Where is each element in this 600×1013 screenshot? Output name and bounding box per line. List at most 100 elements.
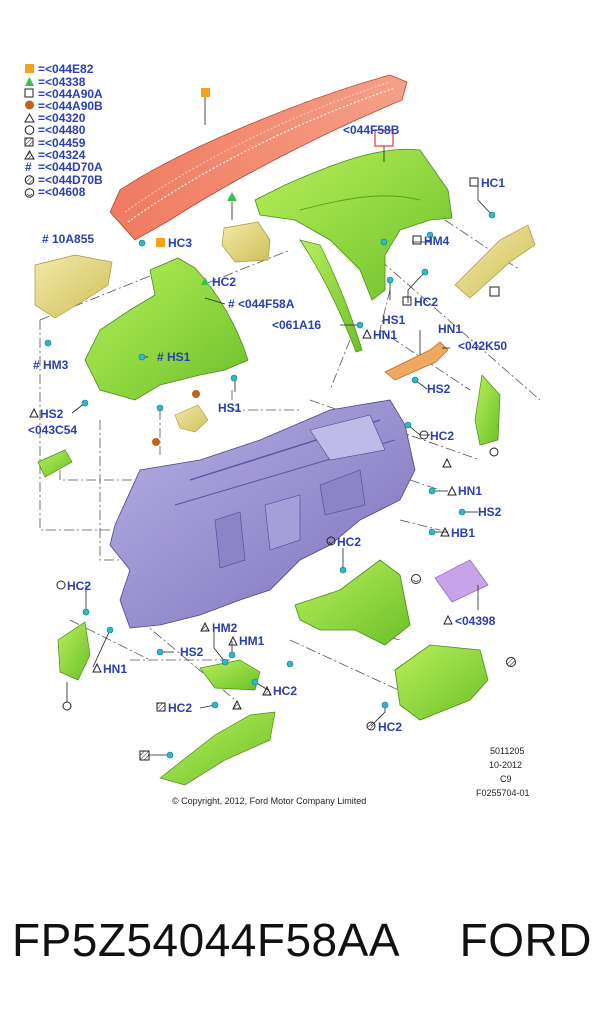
part-cover-10A855 (34, 254, 113, 319)
triangle-hatched-marker (262, 685, 272, 696)
part-block-04398 (434, 559, 489, 603)
meta-code: 5011205 (490, 746, 524, 756)
square-open-marker (469, 177, 479, 187)
circle-brown-marker (152, 438, 160, 446)
leader-lines (66, 97, 493, 756)
label-hb1: HB1 (451, 526, 475, 540)
meta-rev: C9 (500, 774, 512, 784)
part-main-frame (109, 399, 416, 629)
label-10A855: # (42, 232, 49, 246)
legend-text: =<04320 (38, 111, 86, 125)
label-hm2: HM2 (212, 621, 238, 635)
legend-symbol-triangle-open (24, 112, 35, 123)
label-hc3: HC3 (168, 236, 192, 250)
label-10A855-text: 10A855 (52, 232, 94, 246)
legend-text: =<04324 (38, 148, 86, 162)
part-console-bracket (294, 559, 411, 646)
legend-text: =<04459 (38, 136, 86, 150)
part-lower-bracket (159, 711, 276, 786)
label-hm4: HM4 (424, 234, 450, 248)
legend-text: =<044A90A (38, 87, 103, 101)
fasteners (44, 211, 496, 759)
legend-symbol-triangle-green (25, 77, 34, 86)
legend-symbol-circle-brown (25, 100, 34, 110)
circle-open-marker (419, 430, 429, 440)
circle-hatched-marker (366, 721, 376, 731)
label-hs1-left: HS1 (167, 350, 191, 364)
triangle-open-marker (228, 635, 238, 646)
part-cluster-bracket (394, 644, 489, 721)
legend-symbol-circle-open (24, 125, 35, 135)
label-hn1-left: HN1 (103, 662, 127, 676)
label-hc2-right: HC2 (430, 429, 454, 443)
part-yellow-small-panel (221, 221, 271, 263)
legend-symbol-square-hatched (24, 137, 34, 147)
label-hs1-lower: HS1 (218, 401, 242, 415)
label-hc2-b2: HC2 (168, 701, 192, 715)
legend-symbol-circle-hatched (24, 175, 35, 185)
label-hn1-a: HN1 (373, 328, 397, 342)
legend-text: =<044D70B (38, 173, 103, 187)
smiley-marker (411, 574, 421, 584)
legend-text: =<044A90B (38, 99, 103, 113)
legend-symbol-square-orange (25, 64, 34, 73)
label-hc2-center: HC2 (337, 535, 361, 549)
square-orange-marker (201, 88, 210, 97)
legend-symbol-hash: # (25, 160, 32, 174)
part-upper-panel-044F58B (254, 148, 453, 301)
label-hm3: HM3 (43, 358, 69, 372)
meta-date: 10-2012 (489, 760, 522, 770)
label-hs2-b: HS2 (427, 382, 451, 396)
part-number: FP5Z54044F58AA (12, 914, 401, 966)
label-042K50: <042K50 (458, 339, 507, 353)
part-yellow-trim-right (454, 224, 536, 299)
square-open-marker (412, 235, 422, 245)
label-061A16: <061A16 (272, 318, 321, 332)
label-hs1-left-hash: # (157, 350, 164, 364)
triangle-open-marker (29, 407, 39, 418)
triangle-open-marker (440, 526, 450, 537)
legend-text: =<04480 (38, 123, 86, 137)
legend: =<044E82 =<04338 =<044A90A =<044A90B =<0… (24, 62, 103, 199)
label-hs2-c: HS2 (478, 505, 502, 519)
exploded-parts-diagram: =<044E82 =<04338 =<044A90A =<044A90B =<0… (24, 62, 541, 806)
callout-labels: <044F58B HC1 # 10A855 HC3 HM4 HC2 # <044… (28, 123, 507, 734)
label-hs1-mid: HS1 (382, 313, 406, 327)
legend-symbol-square-open (24, 88, 34, 98)
triangle-green-marker (227, 192, 237, 201)
label-hm1: HM1 (239, 634, 265, 648)
drawing-meta: 5011205 10-2012 C9 F0255704-01 (476, 746, 530, 798)
copyright-notice: © Copyright, 2012, Ford Motor Company Li… (172, 796, 366, 806)
circle-open-marker (62, 701, 72, 711)
part-trim-strip-061A16 (299, 239, 363, 353)
triangle-open-marker (442, 457, 452, 468)
label-hm3-hash: # (33, 358, 40, 372)
smiley-marker (326, 536, 336, 546)
circle-hatched-marker (506, 657, 516, 667)
label-hn1-b: HN1 (438, 322, 462, 336)
label-044F58B: <044F58B (343, 123, 400, 137)
part-bracket-hm2 (199, 659, 261, 691)
label-hn1-c: HN1 (458, 484, 482, 498)
part-end-panel-044F58A (84, 257, 249, 401)
label-hs2-a: HS2 (40, 407, 64, 421)
legend-text: =<04608 (38, 185, 86, 199)
part-dash-pad-top (109, 74, 408, 241)
legend-symbol-triangle-hatched (24, 149, 35, 160)
label-044F58A: <044F58A (238, 297, 295, 311)
legend-symbol-smiley (24, 188, 35, 198)
label-043C54: <043C54 (28, 423, 77, 437)
legend-text: =<044E82 (38, 62, 94, 76)
label-hc2-b1: HC2 (273, 684, 297, 698)
triangle-open-marker (362, 328, 372, 339)
label-hc2-topleft: HC2 (212, 275, 236, 289)
triangle-open-marker (443, 614, 453, 625)
square-hatched-marker (139, 750, 150, 761)
square-hatched-marker (156, 702, 166, 712)
part-vent-043C54 (37, 449, 73, 478)
label-044F58A-hash: # (228, 297, 235, 311)
legend-text: =<04338 (38, 75, 86, 89)
part-knee-cone (57, 621, 91, 681)
part-bracket-small (174, 404, 209, 433)
brand-name: FORD (459, 914, 592, 966)
